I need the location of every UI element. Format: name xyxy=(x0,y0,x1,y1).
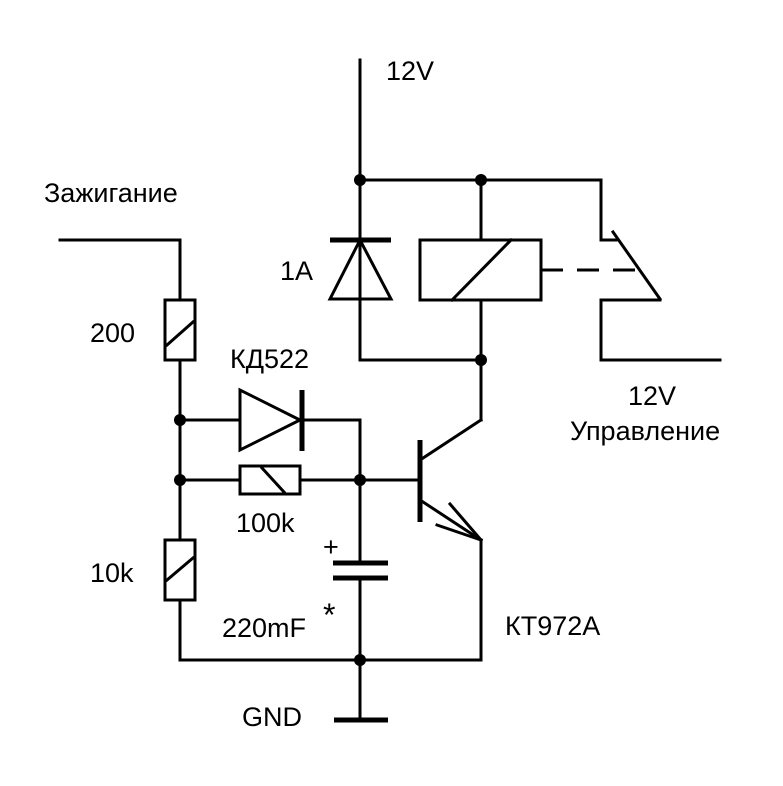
relay-coil xyxy=(418,178,543,362)
transistor-kt972a xyxy=(417,358,484,662)
label-r-100k: 100k xyxy=(236,508,295,538)
label-cap-plus: + xyxy=(323,532,339,562)
label-cap-220mf: 220mF xyxy=(222,613,306,643)
label-r-10k: 10k xyxy=(90,558,134,588)
label-ignition: Зажигание xyxy=(44,178,178,208)
label-control: Управление xyxy=(570,416,720,446)
label-diode-1a: 1A xyxy=(280,256,313,286)
label-gnd: GND xyxy=(242,702,302,732)
diode-1a xyxy=(327,178,394,362)
relay-contact xyxy=(599,178,722,362)
resistor-200 xyxy=(163,298,197,362)
label-diode-kd522: КД522 xyxy=(230,344,309,374)
label-r-200: 200 xyxy=(90,318,135,348)
capacitor-220mf xyxy=(333,478,388,722)
label-out-12v: 12V xyxy=(628,381,676,411)
resistor-10k xyxy=(163,538,197,662)
label-transistor: КТ972А xyxy=(505,611,600,641)
junction-dot xyxy=(354,654,366,666)
label-cap-asterisk: * xyxy=(323,597,335,633)
resistor-100k xyxy=(178,464,422,496)
diode-kd522 xyxy=(178,387,362,482)
label-supply-12v: 12V xyxy=(386,56,434,86)
